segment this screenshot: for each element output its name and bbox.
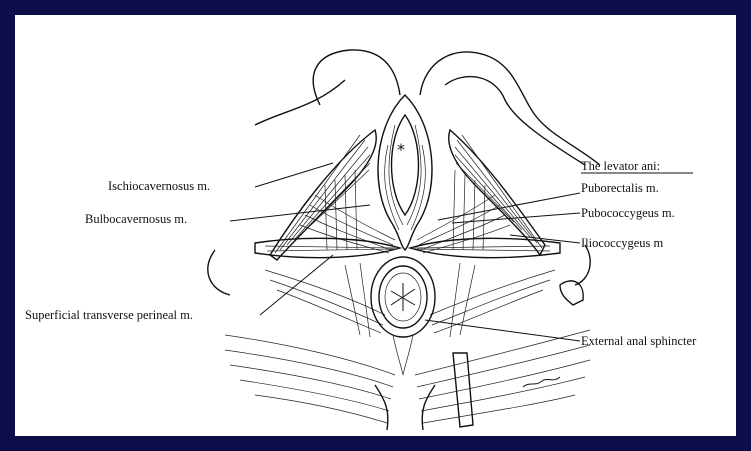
vaginal-orifice-mark: * [397,140,405,159]
left-ischiocavernosus-muscle [269,128,377,261]
anus-mark [390,283,416,311]
left-thigh-contour [207,249,231,296]
bulbocavernosus-muscle [377,94,433,251]
levator-ani-fibers [299,169,511,254]
coccygeal-strap [452,280,584,428]
perineal-muscles-diagram: * [25,49,697,431]
label-puborectalis: Puborectalis m. [581,181,659,195]
artist-signature [522,376,561,388]
superficial-transverse-perineal-muscle [254,237,561,259]
left-upper-fold [312,49,401,106]
label-levator-heading: The levator ani: [581,159,660,173]
label-external-anal-sphincter: External anal sphincter [581,334,697,348]
label-bulbocavernosus: Bulbocavernosus m. [85,212,187,226]
leader-lines [229,162,693,342]
external-anal-sphincter-muscle [370,256,436,376]
diagram-panel: * [15,15,736,436]
label-superficial-transverse: Superficial transverse perineal m. [25,308,193,322]
gluteal-region-lines [224,329,591,431]
label-pubococcygeus: Pubococcygeus m. [581,206,675,220]
right-thigh-contour [574,244,591,286]
left-upper-fold-inner [254,79,346,126]
right-upper-fold-inner [444,75,586,166]
lower-levator-fibers [264,262,556,338]
right-upper-fold [419,51,601,166]
label-iliococcygeus: Iliococcygeus m [581,236,664,250]
label-ischiocavernosus: Ischiocavernosus m. [108,179,210,193]
